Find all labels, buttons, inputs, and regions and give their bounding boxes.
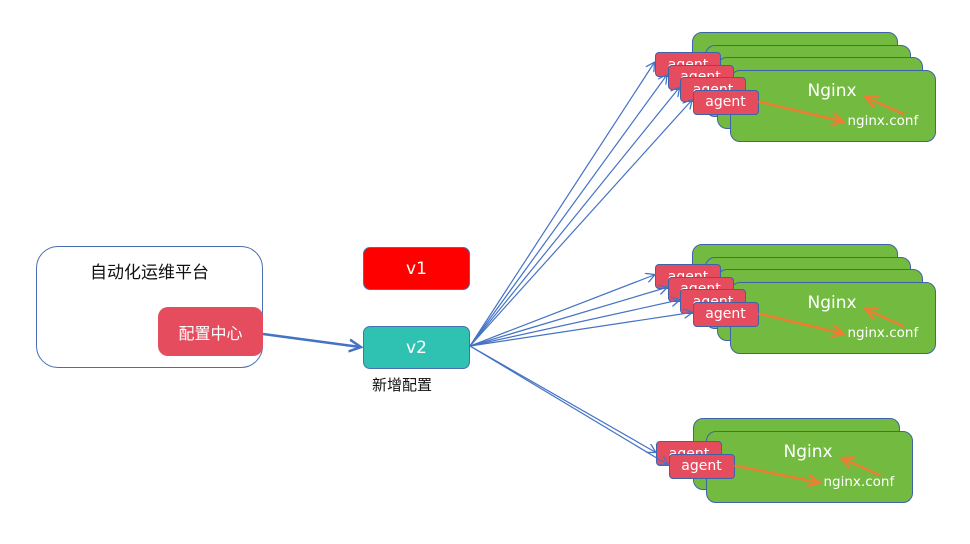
agent-writes-conf-arrow xyxy=(734,464,819,483)
conf-reload-nginx-arrow xyxy=(843,459,882,477)
new-config-caption: 新增配置 xyxy=(372,376,433,394)
version-v1-box[interactable]: v1 xyxy=(363,247,470,290)
nginx-conf-label: nginx.conf xyxy=(847,324,919,341)
nginx-server-box[interactable] xyxy=(729,281,936,354)
nginx-label: Nginx xyxy=(783,441,833,462)
agent-box[interactable]: agent xyxy=(692,89,759,115)
push-config-arrow xyxy=(469,345,655,452)
push-config-arrow xyxy=(469,63,654,347)
push-config-arrow xyxy=(469,76,667,347)
nginx-label: Nginx xyxy=(807,292,857,313)
version-v2-box[interactable]: v2 xyxy=(363,326,470,369)
push-config-arrow xyxy=(469,288,667,347)
push-config-arrow xyxy=(469,275,654,347)
push-config-arrow xyxy=(469,300,679,347)
config-center-to-v2-arrow xyxy=(262,332,360,347)
agent-writes-conf-arrow xyxy=(758,100,843,122)
nginx-conf-label: nginx.conf xyxy=(847,112,919,129)
nginx-conf-label: nginx.conf xyxy=(823,473,895,490)
push-config-arrow xyxy=(469,313,692,347)
nginx-server-box[interactable] xyxy=(729,69,936,142)
push-config-arrow xyxy=(469,101,692,347)
agent-box[interactable]: agent xyxy=(692,301,759,327)
conf-reload-nginx-arrow xyxy=(867,98,906,116)
config-center-box[interactable]: 配置中心 xyxy=(158,307,263,356)
nginx-label: Nginx xyxy=(807,80,857,101)
agent-box[interactable]: agent xyxy=(668,453,735,479)
push-config-arrow xyxy=(469,345,668,465)
push-config-arrow xyxy=(469,88,679,347)
agent-writes-conf-arrow xyxy=(758,312,843,334)
platform-title: 自动化运维平台 xyxy=(90,263,209,283)
conf-reload-nginx-arrow xyxy=(867,310,906,328)
